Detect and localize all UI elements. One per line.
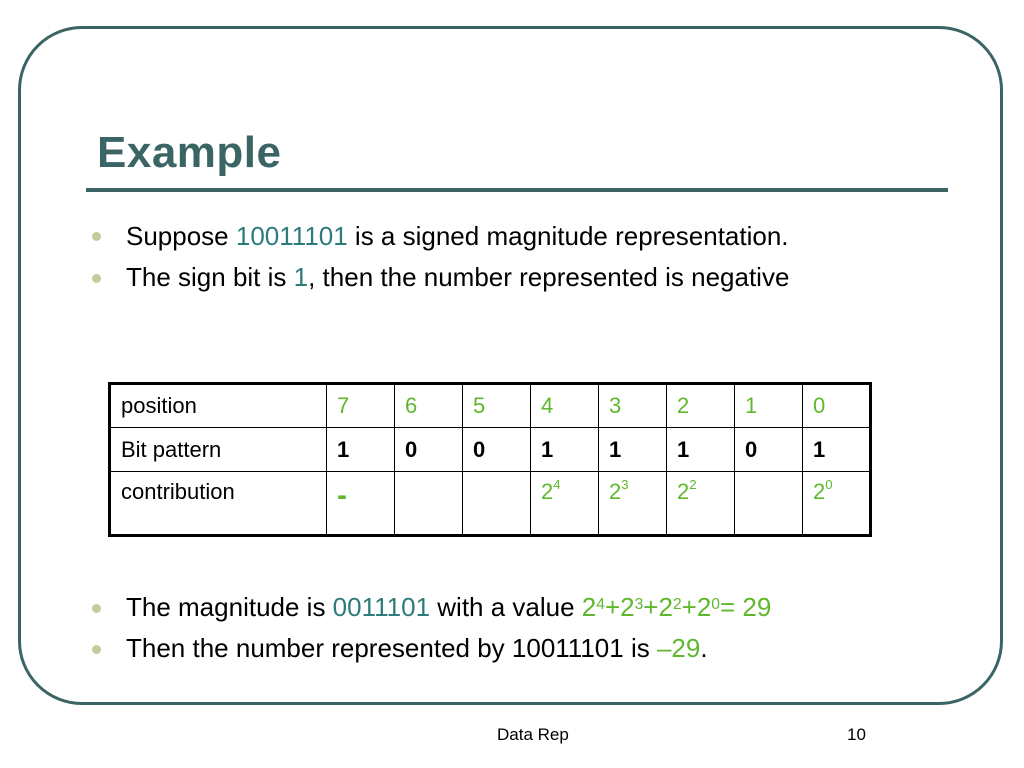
row-label: Bit pattern (109, 427, 327, 472)
power-base: 2 (620, 592, 635, 622)
plus-sign: + (643, 592, 659, 622)
bullet-text: . (700, 633, 708, 663)
bullet-suppose: Suppose 10011101 is a signed magnitude r… (126, 221, 789, 251)
position-cell: 5 (462, 383, 531, 428)
magnitude-highlight: 0011101 (332, 592, 431, 622)
table-row-position: position 7 6 5 4 3 2 1 0 (109, 383, 871, 428)
bullet-text: , then the number represented is negativ… (308, 262, 790, 292)
bullet-text: Then the number represented by 10011101 … (126, 633, 657, 663)
power-exponent: 2 (689, 477, 697, 492)
power-exponent: 0 (711, 596, 720, 613)
position-cell: 6 (394, 383, 463, 428)
power-exponent: 3 (621, 477, 629, 492)
row-label: contribution (109, 471, 327, 536)
power-base: 2 (696, 592, 712, 622)
bit-cell: 1 (598, 427, 667, 472)
slide-title: Example (97, 128, 282, 177)
bullet-dot (92, 645, 101, 654)
bullet-dot (92, 604, 101, 613)
power-base: 2 (541, 479, 554, 504)
bit-cell: 1 (326, 427, 395, 472)
bit-pattern-highlight: 10011101 (235, 221, 348, 251)
plus-sign: + (681, 592, 697, 622)
power-exponent: 4 (553, 477, 561, 492)
slide-frame (18, 26, 1003, 705)
power-exponent: 4 (596, 596, 605, 613)
value-result: = 29 (719, 592, 772, 622)
bullet-result: Then the number represented by 10011101 … (126, 633, 708, 663)
position-cell: 4 (530, 383, 599, 428)
bullet-sign-bit: The sign bit is 1, then the number repre… (126, 262, 789, 292)
sign-contribution-cell: - (326, 471, 395, 536)
power-exponent: 3 (634, 596, 644, 613)
table-row-bits: Bit pattern 1 0 0 1 1 1 0 1 (109, 427, 871, 472)
title-underline (86, 188, 948, 192)
empty-cell (394, 471, 463, 536)
sign-bit-highlight: 1 (293, 262, 309, 292)
bullet-text: The magnitude is (126, 592, 333, 622)
bullet-dot (92, 232, 101, 241)
power-base: 2 (658, 592, 673, 622)
row-label: position (109, 383, 327, 428)
bullet-text: The sign bit is (126, 262, 294, 292)
bit-cell: 1 (530, 427, 599, 472)
bullet-dot (92, 274, 101, 283)
bullet-text: with a value (430, 592, 582, 622)
power-base: 2 (609, 479, 622, 504)
result-value: –29 (656, 633, 701, 663)
bit-cell: 1 (802, 427, 871, 472)
position-cell: 0 (802, 383, 871, 428)
bit-table: position 7 6 5 4 3 2 1 0 Bit pattern 1 0… (108, 382, 872, 537)
position-cell: 3 (598, 383, 667, 428)
page-number: 10 (847, 725, 866, 744)
footer-title: Data Rep (497, 725, 569, 744)
empty-cell (462, 471, 531, 536)
power-exponent: 0 (825, 477, 833, 492)
power-cell: 20 (802, 471, 871, 536)
plus-sign: + (604, 592, 621, 622)
power-base: 2 (581, 592, 597, 622)
bit-cell: 0 (394, 427, 463, 472)
bullet-magnitude: The magnitude is 0011101 with a value 24… (126, 592, 771, 622)
bit-cell: 0 (734, 427, 803, 472)
empty-cell (734, 471, 803, 536)
power-cell: 24 (530, 471, 599, 536)
bullet-text: Suppose (126, 221, 236, 251)
position-cell: 1 (734, 383, 803, 428)
power-exponent: 2 (672, 596, 682, 613)
power-cell: 22 (666, 471, 735, 536)
bit-cell: 0 (462, 427, 531, 472)
position-cell: 2 (666, 383, 735, 428)
table-row-contribution: contribution - 24 23 22 20 (109, 471, 871, 536)
power-base: 2 (813, 479, 826, 504)
power-base: 2 (677, 479, 690, 504)
position-cell: 7 (326, 383, 395, 428)
value-expression: 24+23+22+20= 29 (582, 592, 772, 622)
power-cell: 23 (598, 471, 667, 536)
bullet-text: is a signed magnitude representation. (347, 221, 789, 251)
bit-cell: 1 (666, 427, 735, 472)
